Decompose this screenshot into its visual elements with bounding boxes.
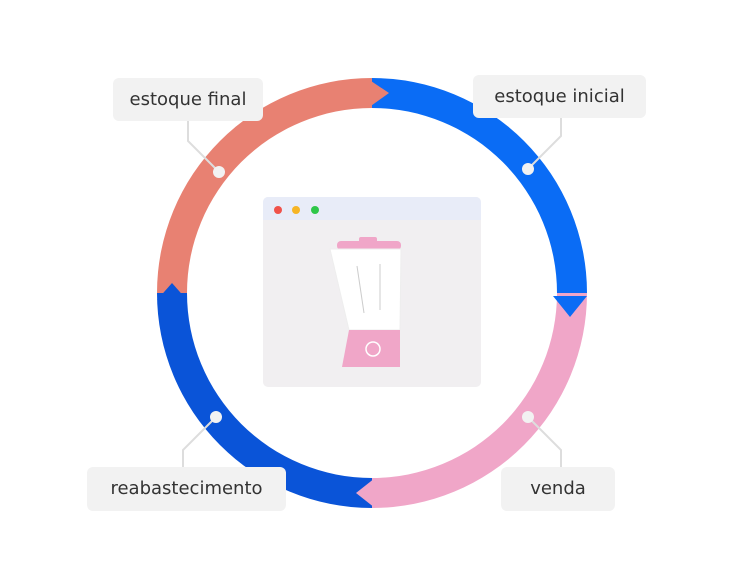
arrow-head-venda <box>356 478 375 508</box>
arrow-head-estoque-inicial <box>553 296 587 317</box>
label-venda: venda <box>501 467 615 511</box>
connector-estoque-inicial <box>522 118 562 175</box>
arc-estoque-inicial <box>372 78 587 293</box>
blender-icon <box>329 237 402 367</box>
label-estoque-final: estoque final <box>113 78 263 121</box>
label-reabastecimento: reabastecimento <box>87 467 286 511</box>
window-dot-red <box>274 206 282 214</box>
arc-reabastecimento <box>157 293 372 508</box>
connector-venda <box>522 411 562 467</box>
window-dot-yellow <box>292 206 300 214</box>
connector-reabastecimento <box>182 411 222 467</box>
arc-venda <box>372 293 587 508</box>
arrow-head-reabastecimento <box>157 283 187 300</box>
window-dot-green <box>311 206 319 214</box>
connector-estoque-final <box>187 121 225 178</box>
arc-estoque-final <box>157 78 372 293</box>
label-estoque-inicial: estoque inicial <box>473 75 646 118</box>
arrow-head-estoque-final <box>368 79 389 108</box>
